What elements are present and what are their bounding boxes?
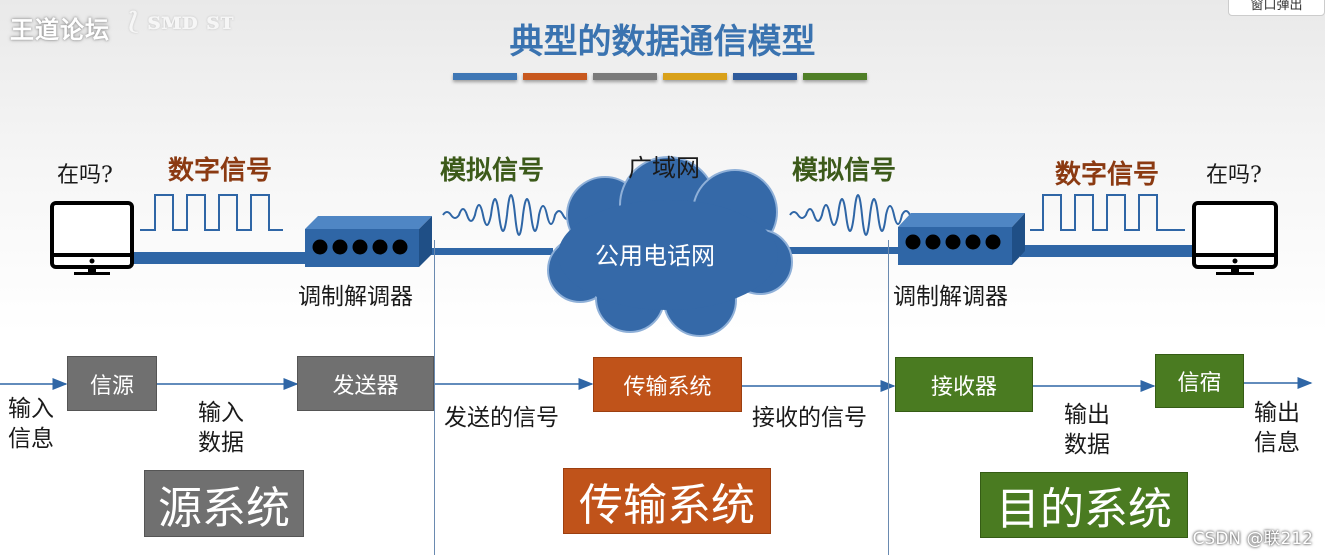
left-computer-icon	[50, 201, 134, 275]
color-bar-5	[733, 73, 797, 80]
csdn-credit-watermark: CSDN @联212	[1192, 529, 1313, 549]
input-info-label: 输入 信息	[8, 396, 54, 452]
right-digital-signal-label: 数字信号	[1055, 160, 1160, 190]
color-bar-3	[593, 73, 657, 80]
right-modem-icon	[898, 213, 1025, 265]
receiver-box: 接收器	[895, 357, 1033, 412]
left-digital-signal-label: 数字信号	[168, 156, 273, 186]
source-system-box: 源系统	[144, 470, 304, 537]
color-bar-4	[663, 73, 727, 80]
right-digital-link	[1020, 245, 1195, 257]
left-analog-signal-label: 模拟信号	[440, 156, 545, 186]
right-modem-label: 调制解调器	[893, 284, 1008, 310]
right-boundary-line	[888, 240, 889, 555]
left-square-wave	[140, 194, 283, 231]
color-bar-2	[523, 73, 587, 80]
page-title: 典型的数据通信模型	[509, 22, 816, 62]
right-square-wave	[1030, 194, 1185, 231]
wan-label: 广域网	[628, 154, 700, 182]
left-query-label: 在吗?	[57, 163, 113, 188]
received-signal-label: 接收的信号	[752, 405, 867, 431]
transmission-box: 传输系统	[593, 357, 742, 412]
right-analog-link	[778, 247, 900, 254]
left-digital-link	[133, 252, 305, 264]
sink-box: 信宿	[1155, 354, 1244, 408]
transmission-system-box: 传输系统	[563, 468, 771, 534]
left-modem-icon	[305, 216, 432, 267]
left-boundary-line	[434, 240, 435, 555]
popout-window-button[interactable]: 窗口弹出	[1228, 0, 1325, 16]
source-box: 信源	[67, 356, 157, 411]
site-watermark: 王道论坛	[10, 16, 110, 44]
color-bar-6	[803, 73, 867, 80]
public-phone-network-cloud-icon	[547, 156, 793, 337]
left-analog-link	[418, 248, 553, 255]
transmitter-box: 发送器	[297, 356, 434, 411]
site-logo-watermark: ⟅ ꜱᴍᴅ ꜱᴛ	[128, 6, 235, 35]
output-data-label: 输出 数据	[1064, 402, 1110, 458]
right-analog-wave	[789, 194, 919, 236]
right-analog-signal-label: 模拟信号	[792, 156, 897, 186]
right-query-label: 在吗?	[1206, 163, 1262, 188]
left-modem-label: 调制解调器	[298, 284, 413, 310]
input-data-label: 输入 数据	[198, 400, 244, 456]
cloud-label: 公用电话网	[595, 242, 715, 270]
sent-signal-label: 发送的信号	[444, 405, 559, 431]
output-info-label: 输出 信息	[1254, 400, 1300, 456]
right-computer-icon	[1192, 201, 1278, 275]
left-analog-wave	[442, 194, 572, 236]
color-bar-1	[453, 73, 517, 80]
destination-system-box: 目的系统	[980, 472, 1188, 538]
